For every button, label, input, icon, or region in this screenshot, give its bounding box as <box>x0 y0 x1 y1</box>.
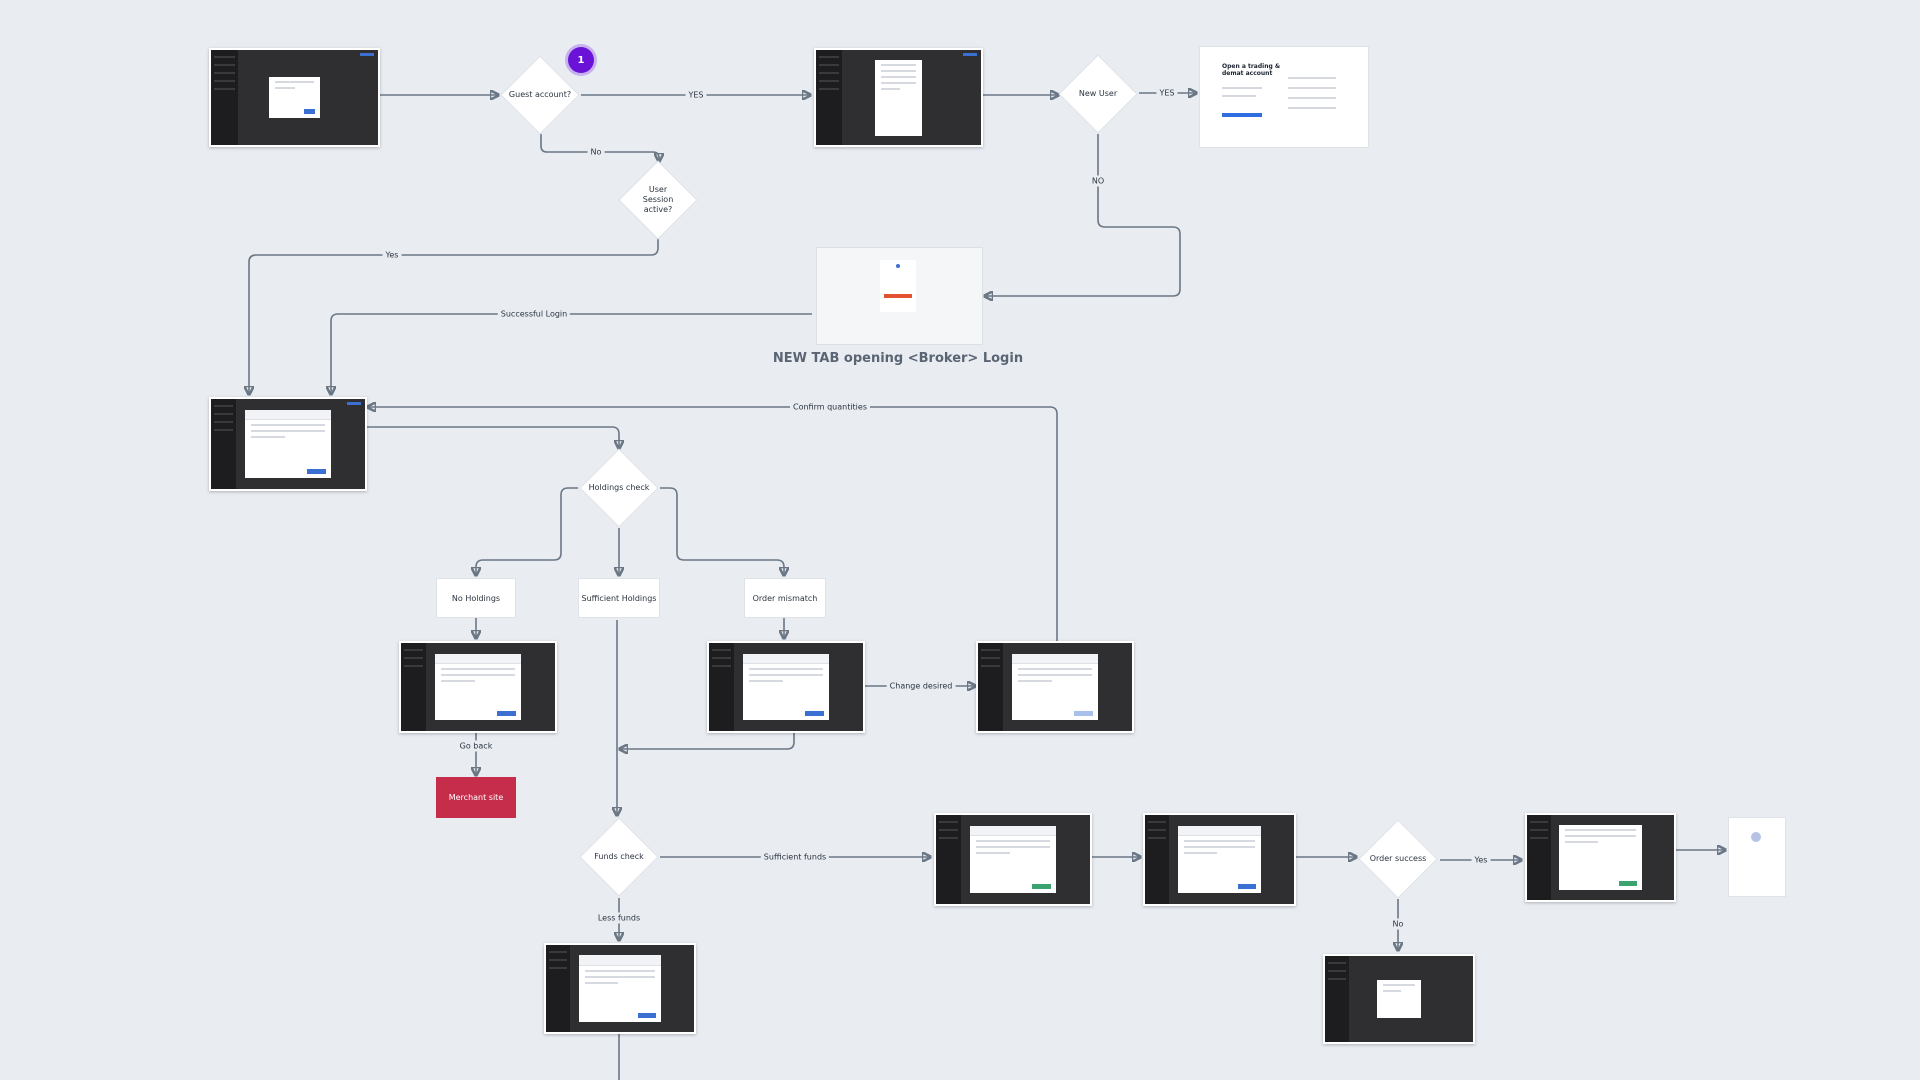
guest-prompt-screen[interactable] <box>209 48 380 147</box>
order-modal <box>244 409 332 479</box>
merchant-site-box[interactable]: Merchant site <box>436 777 516 818</box>
signup-cta <box>1222 113 1262 117</box>
order-failed-screen[interactable] <box>1323 954 1475 1044</box>
order-review-screen[interactable] <box>934 813 1092 906</box>
order-no-label: No <box>1389 918 1407 930</box>
broker-select-screen[interactable] <box>814 48 983 147</box>
app-sidebar <box>546 945 570 1032</box>
broker-login-page[interactable] <box>816 247 983 345</box>
go-back-label: Go back <box>456 740 496 752</box>
success-illustration-icon <box>1751 832 1761 842</box>
top-action <box>963 53 977 56</box>
app-sidebar <box>816 50 843 145</box>
login-card <box>880 260 916 312</box>
holdings-check-label: Holdings check <box>588 483 650 492</box>
order-confirm-screen[interactable] <box>1143 813 1296 906</box>
confirm-quantities-label: Confirm quantities <box>789 401 871 413</box>
order-success-modal <box>1559 825 1642 890</box>
no-holdings-modal <box>434 653 522 721</box>
broker-list-modal <box>875 59 922 136</box>
guest-yes-label: YES <box>685 89 707 101</box>
session-yes-label: Yes <box>382 249 402 261</box>
app-sidebar <box>978 643 1003 731</box>
change-quantity-screen[interactable] <box>976 641 1134 733</box>
app-sidebar <box>1325 956 1349 1042</box>
order-review-modal <box>969 825 1057 894</box>
broker-order-screen[interactable] <box>209 397 367 491</box>
guest-account-label: Guest account? <box>508 90 572 99</box>
top-action <box>360 53 374 56</box>
order-yes-label: Yes <box>1471 854 1491 866</box>
new-user-no-label: NO <box>1088 175 1108 187</box>
change-desired-label: Change desired <box>886 680 956 692</box>
order-confirm-modal <box>1177 825 1262 894</box>
step-badge[interactable]: 1 <box>568 47 594 73</box>
less-funds-modal <box>578 955 662 1022</box>
app-sidebar <box>936 815 961 904</box>
sufficient-funds-label: Sufficient funds <box>760 851 830 863</box>
app-sidebar <box>401 643 426 731</box>
change-quantity-modal <box>1011 653 1099 721</box>
funds-check-label: Funds check <box>594 852 644 861</box>
order-success-screen[interactable] <box>1525 813 1676 902</box>
sufficient-holdings-box[interactable]: Sufficient Holdings <box>578 578 660 618</box>
order-mismatch-box[interactable]: Order mismatch <box>744 578 826 618</box>
final-merchant-page[interactable] <box>1728 817 1786 897</box>
order-success-label: Order success <box>1369 854 1427 863</box>
order-mismatch-screen[interactable] <box>707 641 865 733</box>
order-failed-modal <box>1376 980 1422 1018</box>
new-user-label: New User <box>1078 89 1118 98</box>
new-user-yes-label: YES <box>1156 87 1178 99</box>
no-holdings-screen[interactable] <box>399 641 557 733</box>
no-holdings-box[interactable]: No Holdings <box>436 578 516 618</box>
guest-prompt-modal <box>269 76 320 119</box>
broker-login-caption: NEW TAB opening <Broker> Login <box>772 351 1024 366</box>
app-sidebar <box>709 643 734 731</box>
app-sidebar <box>211 50 238 145</box>
broker-signup-page[interactable]: Open a trading & demat account <box>1199 46 1369 148</box>
mismatch-modal <box>742 653 830 721</box>
guest-no-label: No <box>587 146 605 158</box>
broker-logo-icon <box>896 264 900 268</box>
top-action <box>347 402 361 405</box>
signup-title: Open a trading & demat account <box>1222 63 1281 77</box>
login-button <box>884 294 912 298</box>
app-sidebar <box>211 399 236 489</box>
less-funds-screen[interactable] <box>544 943 696 1034</box>
user-session-label: User Session active? <box>642 185 674 214</box>
successful-login-label: Successful Login <box>497 308 571 320</box>
app-sidebar <box>1527 815 1551 900</box>
less-funds-label: Less funds <box>594 912 644 924</box>
app-sidebar <box>1145 815 1169 904</box>
